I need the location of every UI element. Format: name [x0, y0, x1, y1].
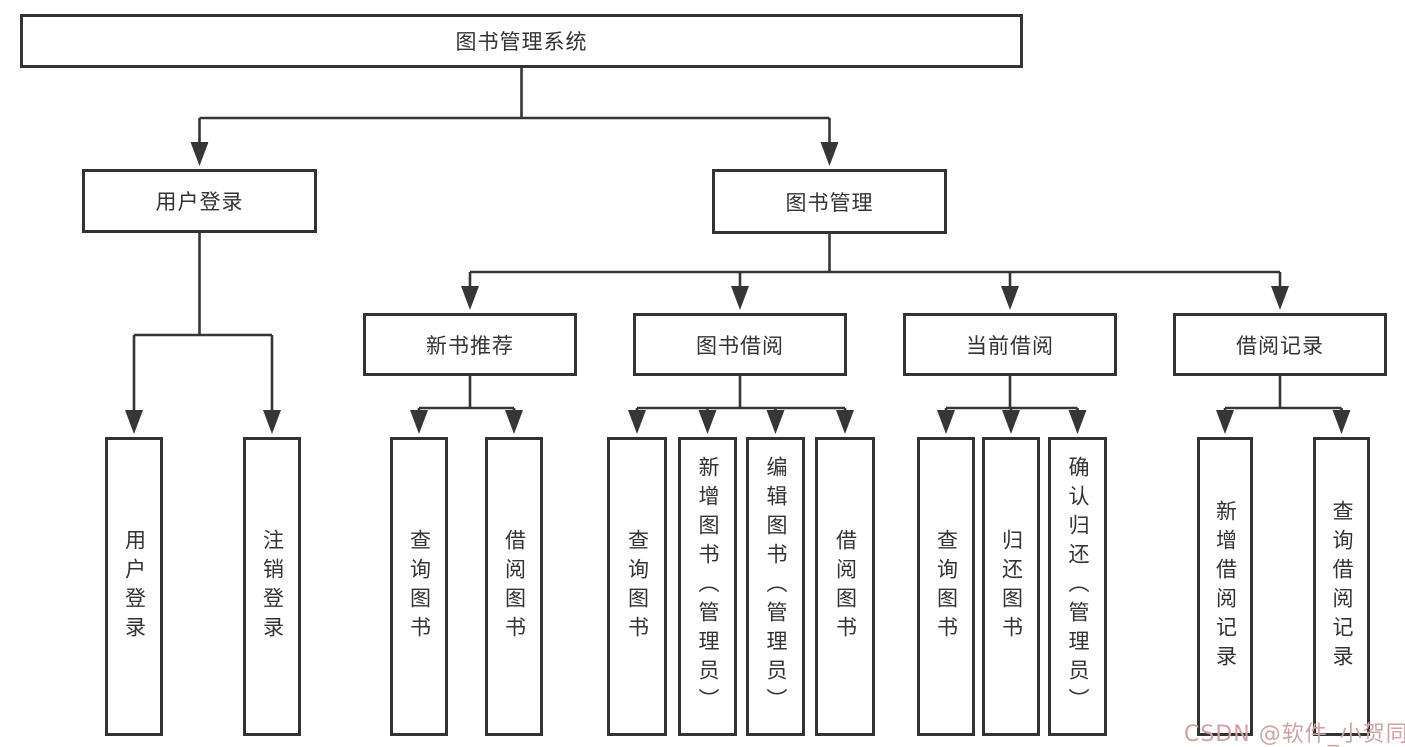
node-root-label: 图书管理系统	[455, 30, 588, 54]
leaf-edit-books-admin: 编辑图书（管理员）	[746, 437, 805, 736]
node-book-management: 图书管理	[712, 169, 947, 234]
connector-root	[198, 66, 831, 143]
leaf-borrow-books-label: 借阅图书	[833, 528, 858, 645]
node-current-borrow: 当前借阅	[903, 313, 1117, 376]
connector-user-login	[132, 233, 274, 412]
leaf-query-borrow-record-label: 查询借阅记录	[1330, 499, 1354, 674]
arrowhead	[263, 410, 281, 434]
leaf-add-books-admin: 新增图书（管理员）	[678, 437, 737, 736]
connector-book-borrow	[635, 376, 847, 412]
connector-borrow-records	[1223, 376, 1343, 412]
arrowhead	[698, 410, 717, 434]
leaf-query-books-borrow: 查询图书	[607, 437, 667, 736]
node-root: 图书管理系统	[20, 14, 1023, 68]
leaf-logout: 注销登录	[243, 437, 301, 736]
node-user-login: 用户登录	[82, 169, 317, 233]
node-user-login-label: 用户登录	[155, 190, 244, 214]
leaf-borrow-books-recommend-label: 借阅图书	[502, 528, 527, 645]
watermark: CSDN @软件_小贺同学	[1184, 722, 1405, 747]
arrowhead	[836, 410, 854, 434]
leaf-return-books: 归还图书	[982, 437, 1040, 736]
leaf-confirm-return-admin-label: 确认归还（管理员）	[1066, 456, 1090, 717]
leaf-add-borrow-record-label: 新增借阅记录	[1213, 499, 1238, 674]
node-book-borrow: 图书借阅	[633, 313, 847, 376]
leaf-query-books-recommend: 查询图书	[390, 437, 448, 736]
arrowhead	[1002, 410, 1020, 434]
leaf-query-books-borrow-label: 查询图书	[625, 528, 650, 645]
leaf-add-books-admin-label: 新增图书（管理员）	[696, 456, 720, 717]
leaf-query-books-recommend-label: 查询图书	[407, 528, 432, 645]
arrowhead	[1216, 410, 1234, 434]
leaf-return-books-label: 归还图书	[999, 528, 1024, 645]
arrowhead	[1001, 286, 1019, 310]
arrowhead	[505, 410, 523, 434]
arrowhead	[731, 286, 749, 310]
leaf-borrow-books: 借阅图书	[815, 437, 875, 736]
arrowhead	[766, 410, 785, 434]
connector-current-borrow	[944, 376, 1079, 412]
leaf-confirm-return-admin: 确认归还（管理员）	[1048, 437, 1107, 736]
leaf-add-borrow-record: 新增借阅记录	[1197, 437, 1253, 736]
node-current-borrow-label: 当前借阅	[966, 333, 1054, 358]
node-borrow-records-label: 借阅记录	[1236, 333, 1324, 358]
node-book-borrow-label: 图书借阅	[696, 333, 784, 358]
arrowhead	[628, 410, 646, 434]
leaf-logout-label: 注销登录	[260, 528, 285, 645]
node-book-management-label: 图书管理	[785, 190, 874, 215]
node-borrow-records: 借阅记录	[1173, 313, 1387, 376]
leaf-borrow-books-recommend: 借阅图书	[485, 437, 543, 736]
leaf-query-books-current-label: 查询图书	[934, 528, 959, 645]
arrowhead	[1332, 410, 1351, 434]
leaf-query-books-current: 查询图书	[917, 437, 975, 736]
connector-new-book-recommend	[417, 376, 516, 412]
arrowhead	[410, 410, 428, 434]
arrowhead	[820, 142, 839, 166]
node-new-book-recommend-label: 新书推荐	[426, 333, 514, 358]
arrowhead	[937, 410, 955, 434]
arrowhead	[190, 142, 209, 166]
leaf-user-login-label: 用户登录	[122, 528, 147, 645]
leaf-edit-books-admin-label: 编辑图书（管理员）	[764, 456, 788, 717]
arrowhead	[1068, 410, 1087, 434]
node-new-book-recommend: 新书推荐	[363, 313, 577, 376]
leaf-user-login: 用户登录	[105, 437, 163, 736]
arrowhead	[461, 286, 479, 310]
connector-book-management	[468, 234, 1282, 288]
leaf-query-borrow-record: 查询借阅记录	[1313, 437, 1370, 736]
arrowhead	[1271, 286, 1289, 310]
arrowhead	[125, 410, 143, 434]
